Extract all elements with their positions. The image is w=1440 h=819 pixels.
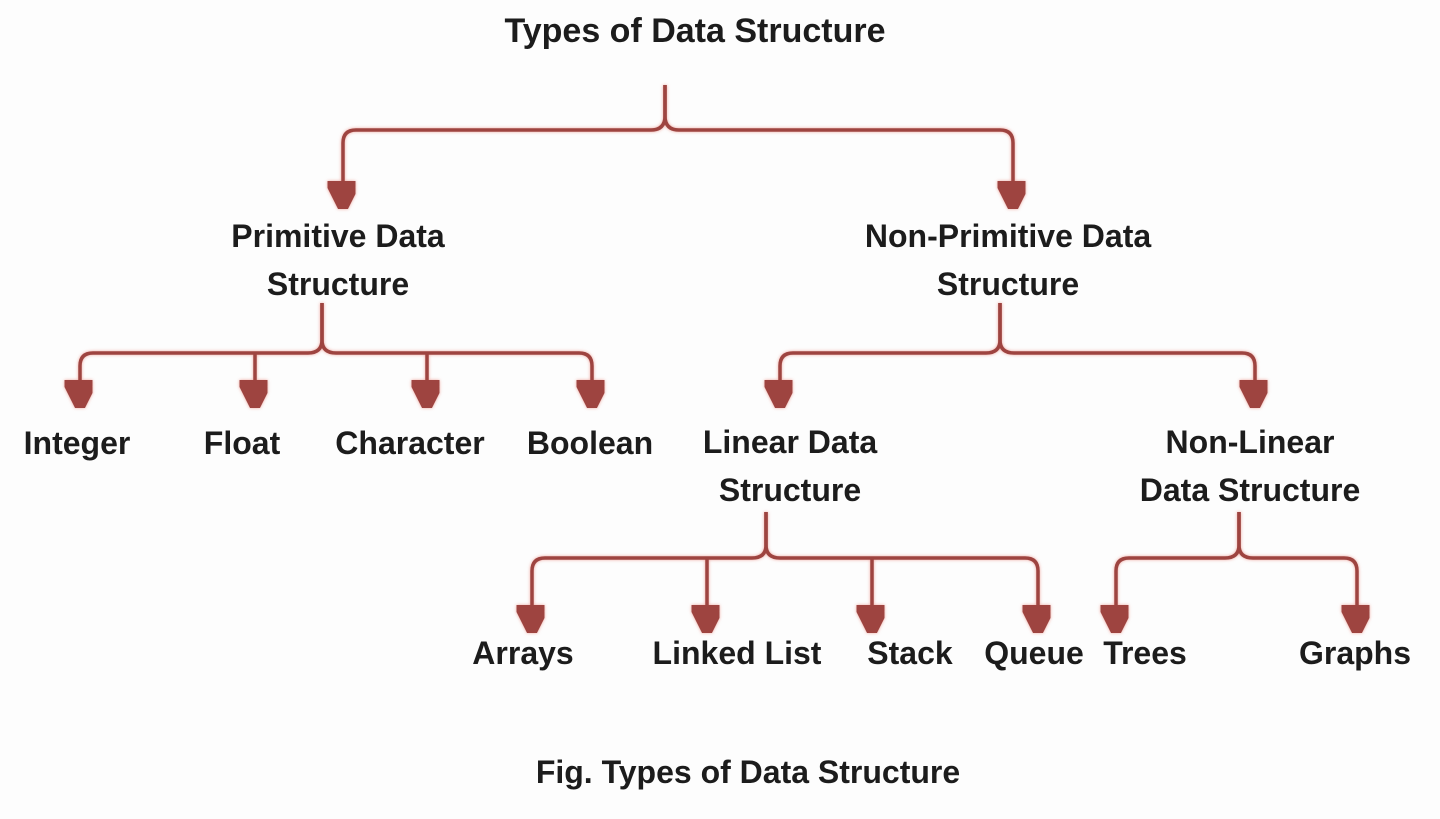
connector-nonprimitive-left (780, 303, 1002, 399)
node-non-primitive-line1: Non-Primitive Data (864, 218, 1152, 254)
node-character: Character (335, 425, 485, 461)
connector-linear-left (532, 512, 768, 624)
figure-caption: Fig. Types of Data Structure (535, 754, 961, 790)
node-boolean: Boolean (526, 425, 654, 461)
node-linear-line2: Structure (718, 472, 862, 508)
node-graphs: Graphs (1298, 635, 1412, 671)
node-primitive-line2: Structure (266, 266, 410, 302)
node-linear: Linear Data Structure (703, 418, 877, 514)
connector-root-stem-right (663, 85, 1013, 200)
node-primitive-line1: Primitive Data (231, 218, 445, 254)
node-non-linear-line1: Non-Linear (1165, 424, 1335, 460)
connector-linear-right (764, 512, 1038, 624)
connector-root-stem-left (343, 85, 667, 200)
connector-primitive-left (80, 303, 324, 399)
node-linear-line1: Linear Data (702, 424, 878, 460)
node-non-linear-line2: Data Structure (1139, 472, 1361, 508)
node-non-linear: Non-Linear Data Structure (1140, 418, 1361, 514)
node-stack: Stack (867, 635, 953, 671)
node-linked-list: Linked List (652, 635, 822, 671)
node-float: Float (203, 425, 281, 461)
connector-nonlinear-right (1237, 512, 1357, 624)
connector-primitive-right (320, 303, 592, 399)
node-non-primitive: Non-Primitive Data Structure (865, 212, 1151, 308)
node-primitive: Primitive Data Structure (231, 212, 444, 308)
node-integer: Integer (23, 425, 131, 461)
node-arrays: Arrays (472, 635, 574, 671)
node-queue: Queue (984, 635, 1084, 671)
node-trees: Trees (1103, 635, 1187, 671)
connector-nonprimitive-right (998, 303, 1255, 399)
connector-nonlinear-left (1116, 512, 1241, 624)
node-non-primitive-line2: Structure (936, 266, 1080, 302)
node-root: Types of Data Structure (504, 12, 886, 50)
